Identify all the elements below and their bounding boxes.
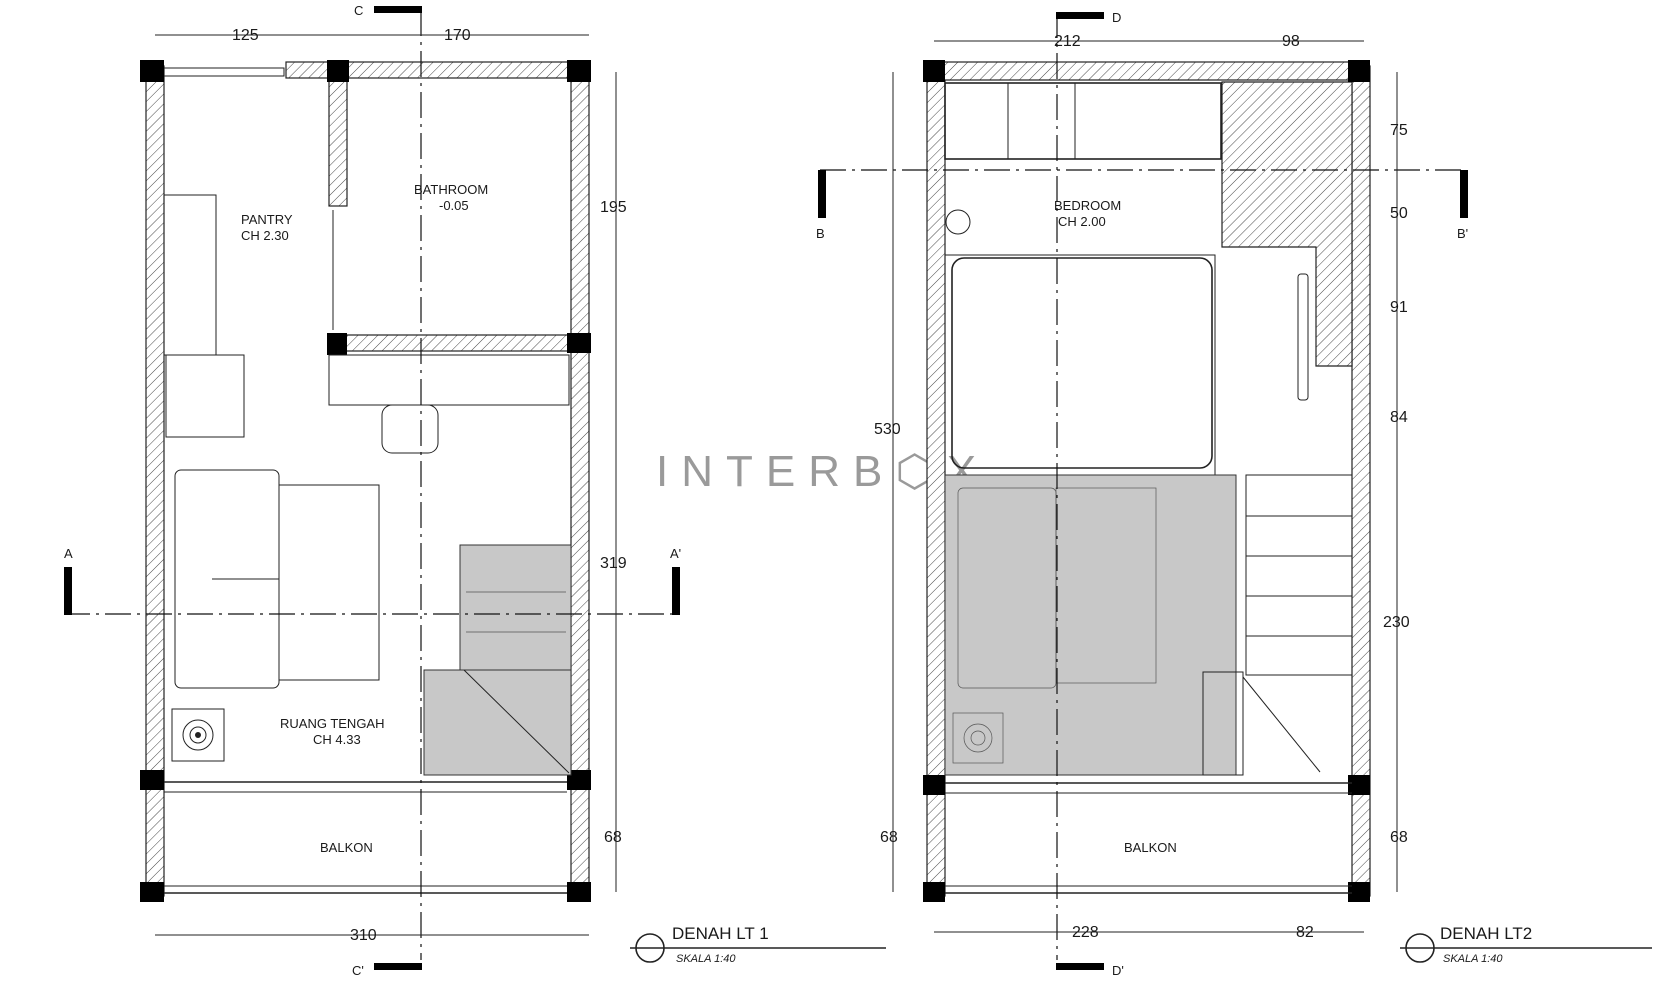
section-marker	[374, 6, 422, 13]
stair-diagonal	[463, 669, 570, 774]
dim-right-4: 84	[1390, 409, 1408, 426]
stove-center	[195, 732, 201, 738]
dim-left-2: 68	[880, 829, 898, 846]
column	[923, 60, 945, 82]
void-living	[944, 474, 1237, 776]
section-label-b: B	[816, 226, 825, 241]
wall-left	[926, 65, 946, 897]
section-label-a: A	[64, 546, 73, 561]
stair-void	[1221, 81, 1353, 367]
rug	[278, 484, 380, 681]
section-label-d-prime: D'	[1112, 963, 1124, 978]
watermark-text: INTERB⬡X	[656, 447, 989, 496]
bed	[951, 257, 1213, 469]
cabinet	[459, 544, 572, 671]
column	[923, 775, 945, 795]
stove-below-ring	[970, 730, 986, 746]
stove-ring	[189, 726, 207, 744]
section-marker	[1460, 170, 1468, 218]
room-balcony: BALKON	[1124, 840, 1177, 855]
section-label-a-prime: A'	[670, 546, 681, 561]
column	[1348, 882, 1370, 902]
section-marker	[672, 567, 680, 615]
room-bedroom-name: BEDROOM	[1054, 198, 1121, 213]
dim-right-5: 230	[1383, 614, 1410, 631]
section-label-c: C	[354, 3, 363, 18]
wall-right	[1351, 65, 1371, 897]
scale-lt2: SKALA 1:40	[1443, 953, 1503, 965]
rug-below	[1055, 487, 1157, 684]
dim-top-1: 125	[232, 27, 259, 44]
dim-right-2: 50	[1390, 205, 1408, 222]
wardrobe	[944, 82, 1222, 160]
lamp	[945, 209, 971, 235]
room-bath-level: -0.05	[439, 198, 469, 213]
room-pantry-ch: CH 2.30	[241, 228, 289, 243]
dim-right-2: 319	[600, 555, 627, 572]
column	[140, 60, 164, 82]
column	[1348, 60, 1370, 82]
room-living-name: RUANG TENGAH	[280, 716, 385, 731]
dim-right-6: 68	[1390, 829, 1408, 846]
wall-top	[933, 61, 1365, 81]
stair-under	[423, 669, 572, 776]
dim-bottom: 310	[350, 927, 377, 944]
column	[1348, 775, 1370, 795]
column	[567, 770, 591, 790]
wall-bath-bottom	[335, 334, 577, 352]
column	[327, 60, 349, 82]
stair-landing	[1202, 671, 1244, 776]
desk-chair	[381, 404, 439, 454]
title-lt1: DENAH LT 1	[672, 924, 769, 943]
column	[140, 770, 164, 790]
stove-below	[952, 712, 1004, 764]
column	[923, 882, 945, 902]
section-label-d: D	[1112, 10, 1121, 25]
dim-bottom-1: 228	[1072, 924, 1099, 941]
room-balcony: BALKON	[320, 840, 373, 855]
column	[567, 882, 591, 902]
stove	[171, 708, 225, 762]
dim-left-1: 530	[874, 421, 901, 438]
dim-top-2: 170	[444, 27, 471, 44]
room-living-ch: CH 4.33	[313, 732, 361, 747]
title-lt2: DENAH LT2	[1440, 924, 1532, 943]
dim-bottom-2: 82	[1296, 924, 1314, 941]
dim-right-3: 91	[1390, 299, 1408, 316]
stove-ring	[182, 719, 214, 751]
plan-lt1: C C' A A' 125 170 310 195 319 68 PANTRY …	[64, 3, 886, 978]
column	[140, 882, 164, 902]
section-label-b-prime: B'	[1457, 226, 1468, 241]
section-marker	[818, 170, 826, 218]
dim-top-1: 212	[1054, 33, 1081, 50]
dim-right-3: 68	[604, 829, 622, 846]
section-marker	[1056, 963, 1104, 970]
window-top	[163, 67, 285, 77]
scale-lt1: SKALA 1:40	[676, 953, 736, 965]
room-bedroom-ch: CH 2.00	[1058, 214, 1106, 229]
bed-frame	[944, 254, 1216, 476]
wall-bath-left	[328, 65, 348, 207]
column	[327, 333, 347, 355]
section-marker	[374, 963, 422, 970]
fridge	[165, 354, 245, 438]
dim-right-1: 195	[600, 199, 627, 216]
stair	[1245, 474, 1353, 676]
stair-diagonal	[1242, 676, 1321, 773]
stove-below-ring	[963, 723, 993, 753]
dim-top-2: 98	[1282, 33, 1300, 50]
pantry-counter	[163, 194, 217, 356]
section-label-c-prime: C'	[352, 963, 364, 978]
room-bath-name: BATHROOM	[414, 182, 488, 197]
tv	[1297, 273, 1309, 401]
section-marker	[1056, 12, 1104, 19]
desk	[328, 354, 570, 406]
room-pantry-name: PANTRY	[241, 212, 293, 227]
dim-right-1: 75	[1390, 122, 1408, 139]
plan-lt2: D D' B B' 212 98 228 82 530 68 75 50 91 …	[816, 10, 1652, 978]
column	[567, 60, 591, 82]
column	[567, 333, 591, 353]
section-marker	[64, 567, 72, 615]
